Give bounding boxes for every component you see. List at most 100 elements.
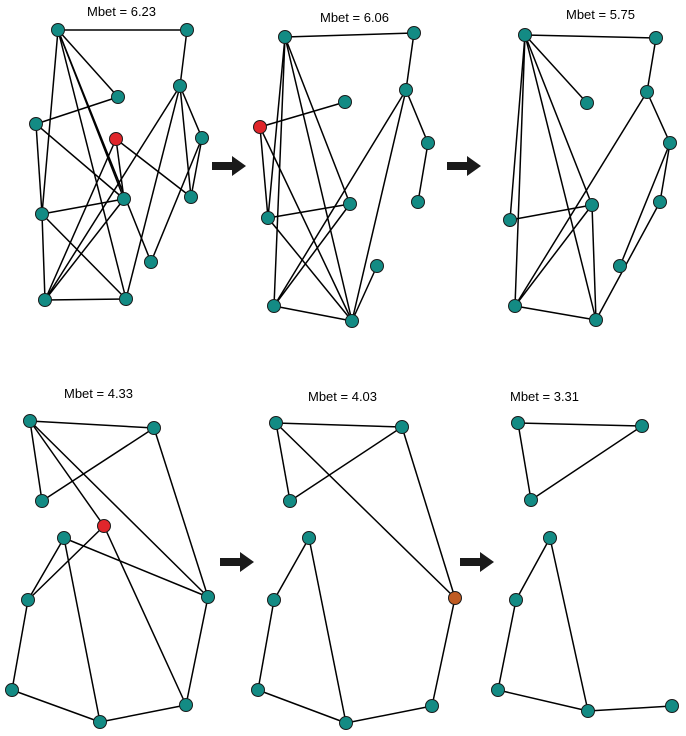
nodes-layer — [5, 23, 679, 730]
graph-node — [283, 494, 297, 508]
graph-node — [543, 531, 557, 545]
graph-edge — [530, 425, 643, 501]
graph-node — [370, 259, 384, 273]
graph-node — [425, 699, 439, 713]
graph-edge — [509, 34, 526, 221]
graph-edge — [417, 142, 429, 203]
graph-node — [119, 292, 133, 306]
graph-edge — [257, 599, 275, 691]
graph-node — [345, 314, 359, 328]
graph-edge — [591, 204, 597, 321]
graph-edge — [273, 89, 407, 307]
graph-edge — [273, 305, 353, 322]
graph-node — [524, 493, 538, 507]
graph-node — [173, 79, 187, 93]
graph-node — [585, 198, 599, 212]
graph-node — [29, 117, 43, 131]
graph-node — [35, 207, 49, 221]
graph-edge — [524, 34, 657, 39]
graph-edge — [514, 34, 526, 307]
graph-node — [269, 416, 283, 430]
graph-edge — [63, 537, 101, 723]
graph-edge — [29, 420, 155, 429]
graph-node — [21, 593, 35, 607]
graph-edge — [659, 142, 671, 203]
graph-node — [302, 531, 316, 545]
graph-node — [38, 293, 52, 307]
graph-edge — [308, 537, 347, 724]
graph-edge — [257, 689, 347, 724]
graph-edge — [44, 198, 125, 301]
graph-edge — [57, 29, 119, 98]
graph-node — [635, 419, 649, 433]
panel-label-4: Mbet = 4.33 — [64, 386, 133, 401]
graph-edge — [517, 422, 643, 427]
graph-edge — [351, 265, 378, 322]
graph-edge — [273, 537, 310, 601]
graph-edge — [284, 32, 415, 38]
graph-edge — [29, 420, 209, 598]
graph-node — [117, 192, 131, 206]
graph-edge — [11, 689, 101, 723]
graph-node — [180, 23, 194, 37]
graph-edge — [497, 689, 589, 712]
graph-edge — [190, 137, 203, 198]
graph-edge — [275, 422, 291, 502]
panel-label-1: Mbet = 6.23 — [87, 4, 156, 19]
removed-node — [253, 120, 267, 134]
arrow-right-icon — [460, 552, 494, 572]
graph-edge — [11, 599, 29, 691]
graph-node — [23, 414, 37, 428]
graph-edge — [259, 101, 346, 128]
graph-edge — [267, 217, 353, 322]
edges-layer — [11, 29, 673, 724]
graph-node — [399, 83, 413, 97]
graph-node — [411, 195, 425, 209]
graph-edge — [27, 525, 105, 601]
graph-node — [407, 26, 421, 40]
graph-edge — [524, 34, 597, 321]
graph-edge — [35, 96, 119, 125]
graph-edge — [524, 34, 593, 206]
graph-edge — [289, 426, 403, 502]
panel-label-2: Mbet = 6.06 — [320, 10, 389, 25]
graph-edge — [35, 123, 43, 215]
graph-edge — [267, 203, 351, 219]
graph-edge — [514, 204, 593, 307]
graph-node — [640, 85, 654, 99]
graph-node — [508, 299, 522, 313]
graph-node — [93, 715, 107, 729]
graph-edge — [595, 201, 661, 321]
graph-node — [421, 136, 435, 150]
graph-edge — [509, 204, 593, 221]
graph-edge — [431, 597, 456, 707]
graph-edge — [549, 537, 589, 712]
graph-edge — [27, 537, 65, 601]
graph-edge — [619, 142, 671, 267]
graph-node — [179, 698, 193, 712]
graph-node — [5, 683, 19, 697]
removed-node — [97, 519, 111, 533]
panel-label-5: Mbet = 4.03 — [308, 389, 377, 404]
graph-edge — [259, 126, 269, 219]
graph-edge — [273, 203, 351, 307]
graph-edge — [267, 36, 286, 219]
graph-edge — [35, 123, 125, 200]
graph-edge — [514, 91, 648, 307]
arrow-right-icon — [212, 156, 246, 176]
graph-edge — [275, 422, 456, 599]
graph-node — [509, 593, 523, 607]
graph-edge — [514, 305, 597, 321]
graph-node — [57, 531, 71, 545]
graph-edge — [125, 85, 181, 300]
graph-edge — [41, 198, 125, 215]
graph-edge — [351, 89, 407, 322]
graph-edge — [284, 36, 353, 322]
graph-edge — [405, 32, 415, 91]
graph-edge — [401, 426, 456, 599]
graph-node — [144, 255, 158, 269]
panel-label-3: Mbet = 5.75 — [566, 7, 635, 22]
arrow-right-icon — [447, 156, 481, 176]
graph-edge — [41, 213, 127, 300]
